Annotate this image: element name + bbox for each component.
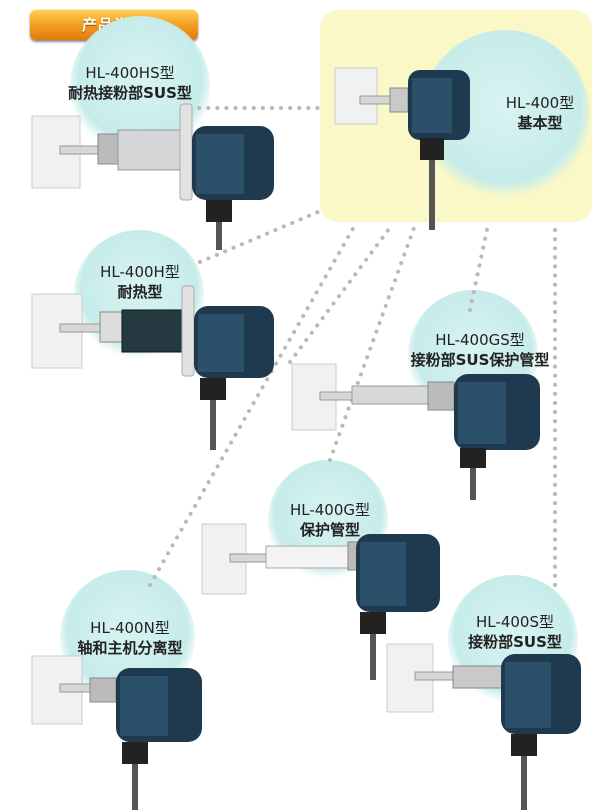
- product-type: 接粉部SUS保护管型: [410, 351, 550, 369]
- device-g-image: [201, 523, 440, 680]
- device-gs-image: [291, 363, 540, 500]
- product-label-base: HL-400型 基本型: [490, 93, 590, 133]
- device-hs-image: [31, 103, 274, 250]
- product-type: 接粉部SUS型: [468, 633, 562, 651]
- product-label-h: HL-400H型 耐热型: [80, 262, 200, 302]
- device-h-image: [31, 285, 274, 450]
- product-model: HL-400型: [505, 94, 575, 112]
- product-model: HL-400G型: [289, 501, 371, 519]
- product-model: HL-400HS型: [85, 64, 175, 82]
- product-label-g: HL-400G型 保护管型: [270, 500, 390, 540]
- product-model: HL-400S型: [476, 613, 554, 631]
- product-label-gs: HL-400GS型 接粉部SUS保护管型: [385, 330, 575, 370]
- product-label-s: HL-400S型 接粉部SUS型: [450, 612, 580, 652]
- connector-gs2: [468, 223, 490, 312]
- product-type: 耐热接粉部SUS型: [68, 84, 192, 102]
- product-model: HL-400H型: [100, 263, 180, 281]
- connector-n: [148, 223, 357, 587]
- device-s-image: [386, 643, 581, 810]
- device-n-image: [31, 655, 202, 810]
- product-type: 基本型: [517, 114, 563, 132]
- product-label-hs: HL-400HS型 耐热接粉部SUS型: [40, 63, 220, 103]
- device-base-image: [334, 67, 470, 230]
- product-label-n: HL-400N型 轴和主机分离型: [50, 618, 210, 658]
- product-type: 耐热型: [117, 283, 163, 301]
- product-type: 轴和主机分离型: [77, 639, 183, 657]
- product-model: HL-400N型: [90, 619, 170, 637]
- connector-gs: [288, 223, 394, 364]
- product-type: 保护管型: [299, 521, 360, 539]
- product-model: HL-400GS型: [435, 331, 525, 349]
- connector-g: [328, 223, 417, 462]
- connector-h: [198, 210, 320, 264]
